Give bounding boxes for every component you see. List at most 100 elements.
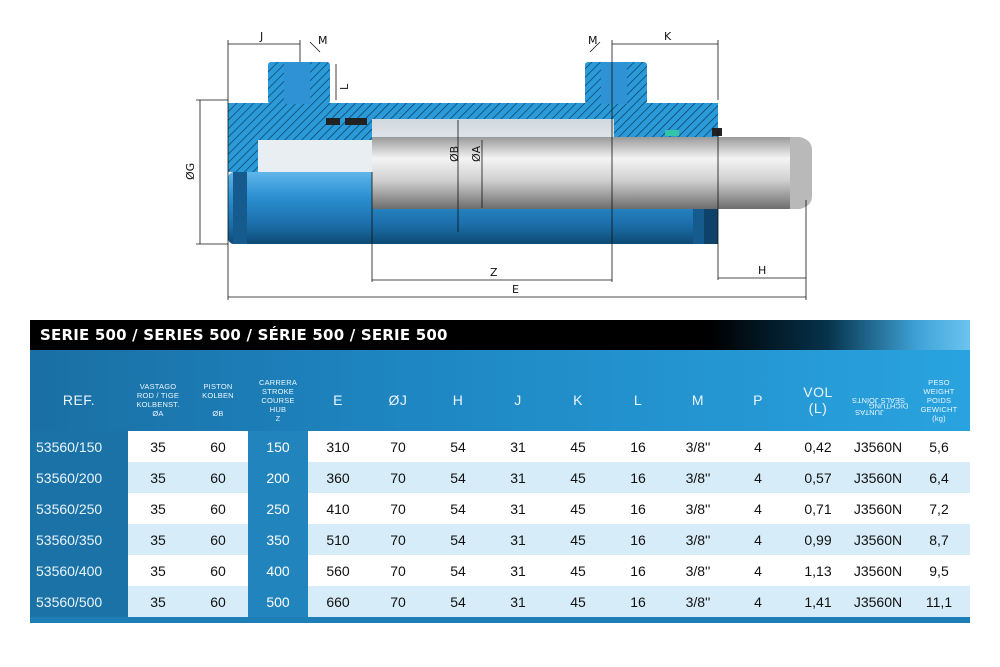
cell-j-dia: 70 — [390, 531, 406, 548]
cell-a: 35 — [150, 438, 166, 455]
cell-seal: J3560N — [853, 562, 903, 579]
cell-m: 3/8'' — [685, 593, 711, 610]
cell-b: 60 — [210, 562, 226, 579]
cell-vol: 0,71 — [804, 500, 832, 517]
cell-e: 410 — [326, 500, 350, 517]
cell-l: 16 — [630, 469, 646, 486]
cell-k: 45 — [570, 469, 586, 486]
header-m: M — [691, 392, 705, 408]
cell-j: 31 — [510, 531, 526, 548]
port-right-bore — [601, 62, 627, 104]
cell-k: 45 — [570, 562, 586, 579]
cell-j: 31 — [510, 593, 526, 610]
cell-ref: 53560/250 — [30, 493, 128, 524]
cell-b: 60 — [210, 593, 226, 610]
piston-face — [258, 140, 372, 172]
table-title-bar: SERIE 500 / SERIES 500 / SÉRIE 500 / SER… — [30, 320, 970, 350]
cell-weight: 6,4 — [929, 469, 949, 486]
header-j: J — [514, 392, 522, 408]
cell-z: 250 — [248, 493, 308, 524]
dim-label-l: L — [338, 83, 351, 90]
cell-l: 16 — [630, 562, 646, 579]
title-bar-sheen — [710, 320, 970, 350]
header-ref: REF. — [62, 392, 96, 408]
dim-label-a: ØA — [470, 145, 483, 162]
cell-weight: 7,2 — [929, 500, 949, 517]
header-k: K — [573, 392, 583, 408]
cell-ref: 53560/200 — [30, 462, 128, 493]
cell-e: 310 — [326, 438, 350, 455]
cell-k: 45 — [570, 531, 586, 548]
cell-j: 31 — [510, 500, 526, 517]
cell-b: 60 — [210, 500, 226, 517]
cell-seal: J3560N — [853, 531, 903, 548]
cell-p: 4 — [754, 469, 762, 486]
cell-m: 3/8'' — [685, 500, 711, 517]
header-p: P — [753, 392, 763, 408]
cell-z: 200 — [248, 462, 308, 493]
cell-m: 3/8'' — [685, 438, 711, 455]
cell-p: 4 — [754, 593, 762, 610]
cell-seal: J3560N — [853, 469, 903, 486]
cell-k: 45 — [570, 438, 586, 455]
cell-z: 150 — [248, 431, 308, 462]
header-e: E — [333, 392, 343, 408]
cell-ref: 53560/500 — [30, 586, 128, 617]
cell-j-dia: 70 — [390, 562, 406, 579]
cell-j: 31 — [510, 469, 526, 486]
cell-a: 35 — [150, 500, 166, 517]
dim-label-e: E — [512, 283, 519, 296]
left-cap-hatch — [228, 103, 262, 172]
cell-a: 35 — [150, 593, 166, 610]
cell-j: 31 — [510, 438, 526, 455]
cell-e: 510 — [326, 531, 350, 548]
cell-p: 4 — [754, 531, 762, 548]
cell-m: 3/8'' — [685, 562, 711, 579]
header-j-dia: ØJ — [388, 392, 408, 408]
cell-j-dia: 70 — [390, 469, 406, 486]
cell-m: 3/8'' — [685, 531, 711, 548]
cell-p: 4 — [754, 500, 762, 517]
cell-seal: J3560N — [853, 500, 903, 517]
end-ring-left — [233, 172, 247, 244]
cell-e: 360 — [326, 469, 350, 486]
cell-ref: 53560/350 — [30, 524, 128, 555]
header-vol: VOL(L) — [803, 384, 833, 416]
gland-seal — [665, 130, 679, 136]
cell-b: 60 — [210, 531, 226, 548]
header-l: L — [633, 392, 643, 408]
dim-label-m-left: M — [318, 34, 328, 47]
cell-j: 31 — [510, 562, 526, 579]
piston-rod — [372, 137, 790, 209]
cell-k: 45 — [570, 500, 586, 517]
cell-seal: J3560N — [853, 593, 903, 610]
port-left-bore — [284, 62, 310, 104]
cell-j-dia: 70 — [390, 593, 406, 610]
dim-label-g: ØG — [184, 163, 197, 180]
cell-vol: 0,57 — [804, 469, 832, 486]
top-wall-hatch — [228, 103, 718, 119]
cell-weight: 8,7 — [929, 531, 949, 548]
piston-hatch — [262, 118, 372, 140]
cell-h: 54 — [450, 531, 466, 548]
cell-h: 54 — [450, 562, 466, 579]
cell-b: 60 — [210, 469, 226, 486]
piston-seal-2 — [345, 118, 367, 125]
cell-e: 660 — [326, 593, 350, 610]
header-h: H — [452, 392, 464, 408]
cell-weight: 5,6 — [929, 438, 949, 455]
cell-l: 16 — [630, 593, 646, 610]
dim-label-b: ØB — [448, 146, 461, 162]
cell-l: 16 — [630, 500, 646, 517]
cell-weight: 11,1 — [925, 593, 953, 610]
cell-vol: 0,42 — [804, 438, 832, 455]
cell-h: 54 — [450, 593, 466, 610]
cell-m: 3/8'' — [685, 469, 711, 486]
cell-h: 54 — [450, 500, 466, 517]
